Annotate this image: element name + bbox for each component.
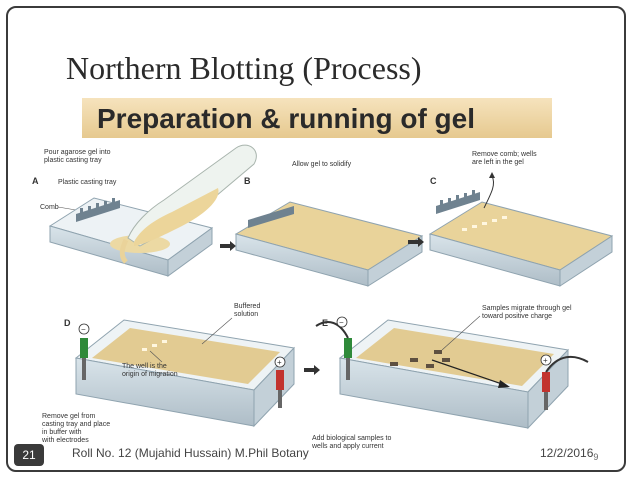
slide-date: 12/2/20169 <box>540 446 598 462</box>
arrow-a-b <box>220 241 236 251</box>
step-d-caption-2: casting tray and place <box>42 421 110 428</box>
step-e-caption-1: Add biological samples to <box>312 435 391 442</box>
step-d-caption-4: with electrodes <box>41 437 89 444</box>
step-d-caption-3: in buffer with <box>42 429 82 436</box>
step-e-migrate-1: Samples migrate through gel <box>482 305 572 312</box>
positive-symbol-e: + <box>543 356 548 365</box>
gel-process-figure: Preparation & running of gel A Pour agar… <box>22 96 618 464</box>
casting-tray-b <box>236 202 422 286</box>
step-c-caption-2: are left in the gel <box>472 159 524 166</box>
step-a-letter: A <box>32 176 39 186</box>
slide-date-suffix: 9 <box>593 452 598 462</box>
step-d-buffer-2: solution <box>234 311 258 318</box>
step-b-caption: Allow gel to solidify <box>292 161 352 168</box>
step-c-letter: C <box>430 176 437 186</box>
step-a-caption-2: plastic casting tray <box>44 157 102 164</box>
negative-symbol-d: − <box>81 325 86 334</box>
step-d-well-2: origin of migration <box>122 371 178 378</box>
arrow-d-e <box>304 365 320 375</box>
step-a-caption-1: Pour agarose gel into <box>44 149 111 156</box>
step-a-comb-label: Comb <box>40 204 59 211</box>
figure-heading: Preparation & running of gel <box>97 103 475 134</box>
step-b-letter: B <box>244 176 251 186</box>
slide-title: Northern Blotting (Process) <box>66 50 422 87</box>
step-d-letter: D <box>64 318 71 328</box>
positive-symbol-d: + <box>277 358 282 367</box>
gel-box-e <box>316 320 588 428</box>
slide-date-text: 12/2/2016 <box>540 446 593 460</box>
step-e-migrate-2: toward positive charge <box>482 313 552 320</box>
step-d-caption-1: Remove gel from <box>42 413 95 420</box>
casting-tray-c <box>430 172 612 286</box>
slide-footer: Roll No. 12 (Mujahid Hussain) M.Phil Bot… <box>72 446 309 460</box>
step-c-caption-1: Remove comb; wells <box>472 151 537 158</box>
step-d-well-1: The well is the <box>122 363 167 370</box>
gel-box-d <box>76 320 294 426</box>
step-d-buffer-1: Buffered <box>234 303 260 310</box>
negative-symbol-e: − <box>339 318 344 327</box>
step-a-tray-label: Plastic casting tray <box>58 179 117 186</box>
step-e-caption-2: wells and apply current <box>311 443 384 450</box>
slide-number: 21 <box>14 444 44 466</box>
